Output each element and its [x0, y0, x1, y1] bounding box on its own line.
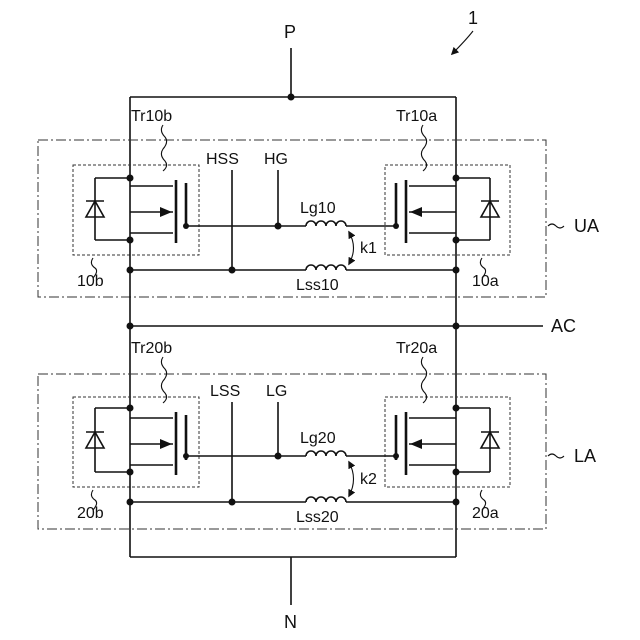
- tr10b-drain-node: [127, 175, 134, 182]
- module-10b-boundary: [73, 165, 199, 255]
- tr20a-body-arrow-icon: [410, 439, 422, 449]
- tr20a-label: Tr20a: [396, 340, 437, 357]
- tr20a-drain-node: [453, 405, 460, 412]
- lss-label: LSS: [210, 383, 240, 400]
- hg-label: HG: [264, 151, 288, 168]
- lss20-inductor-icon: [306, 497, 346, 502]
- unit-ua-label: UA: [574, 216, 599, 236]
- ac-left-node: [127, 323, 134, 330]
- tr20b-leader: [161, 357, 166, 403]
- tr10b-source-node: [127, 237, 134, 244]
- hss-label: HSS: [206, 151, 239, 168]
- module-10b-label: 10b: [77, 273, 104, 290]
- tr20a-leader: [421, 357, 426, 403]
- lg-label: LG: [266, 383, 287, 400]
- tr10a-drain-node: [453, 175, 460, 182]
- figure-reference-arrow: [452, 31, 473, 54]
- module-10a-label: 10a: [472, 273, 499, 290]
- module-20b-label: 20b: [77, 505, 104, 522]
- unit-la-label: LA: [574, 446, 596, 466]
- module-20a-label: 20a: [472, 505, 499, 522]
- tr10a-leader: [421, 125, 426, 171]
- module-20b-boundary: [73, 397, 199, 487]
- tr20b-drain-node: [127, 405, 134, 412]
- lg10-label: Lg10: [300, 200, 336, 217]
- tr10a-source-node: [453, 237, 460, 244]
- lss10-label: Lss10: [296, 277, 339, 294]
- p-node: [288, 94, 295, 101]
- k2-coupling-arrow: [349, 462, 354, 496]
- tr10b-body-arrow-icon: [160, 207, 172, 217]
- lg20-label: Lg20: [300, 430, 336, 447]
- lg10-inductor-icon: [306, 221, 346, 226]
- lg20-inductor-icon: [306, 451, 346, 456]
- unit-ua-boundary: [38, 140, 546, 297]
- tr20a-source-node: [453, 469, 460, 476]
- tr20b-label: Tr20b: [131, 340, 172, 357]
- tr10b-label: Tr10b: [131, 108, 172, 125]
- ac-right-node: [453, 323, 460, 330]
- k1-label: k1: [360, 240, 377, 257]
- unit-ua-leader: [548, 224, 564, 228]
- terminal-p-label: P: [284, 22, 296, 42]
- terminal-ac-label: AC: [551, 316, 576, 336]
- tr10a-body-arrow-icon: [410, 207, 422, 217]
- k1-coupling-arrow: [349, 232, 354, 264]
- tr20b-body-arrow-icon: [160, 439, 172, 449]
- lss10-inductor-icon: [306, 265, 346, 270]
- module-10a-boundary: [385, 165, 510, 255]
- tr20b-source-node: [127, 469, 134, 476]
- unit-la-leader: [548, 454, 564, 458]
- tr10b-leader: [161, 125, 166, 171]
- terminal-n-label: N: [284, 612, 297, 632]
- module-20a-boundary: [385, 397, 510, 487]
- lss20-label: Lss20: [296, 509, 339, 526]
- figure-number: 1: [468, 8, 478, 28]
- k2-label: k2: [360, 471, 377, 488]
- tr10a-label: Tr10a: [396, 108, 437, 125]
